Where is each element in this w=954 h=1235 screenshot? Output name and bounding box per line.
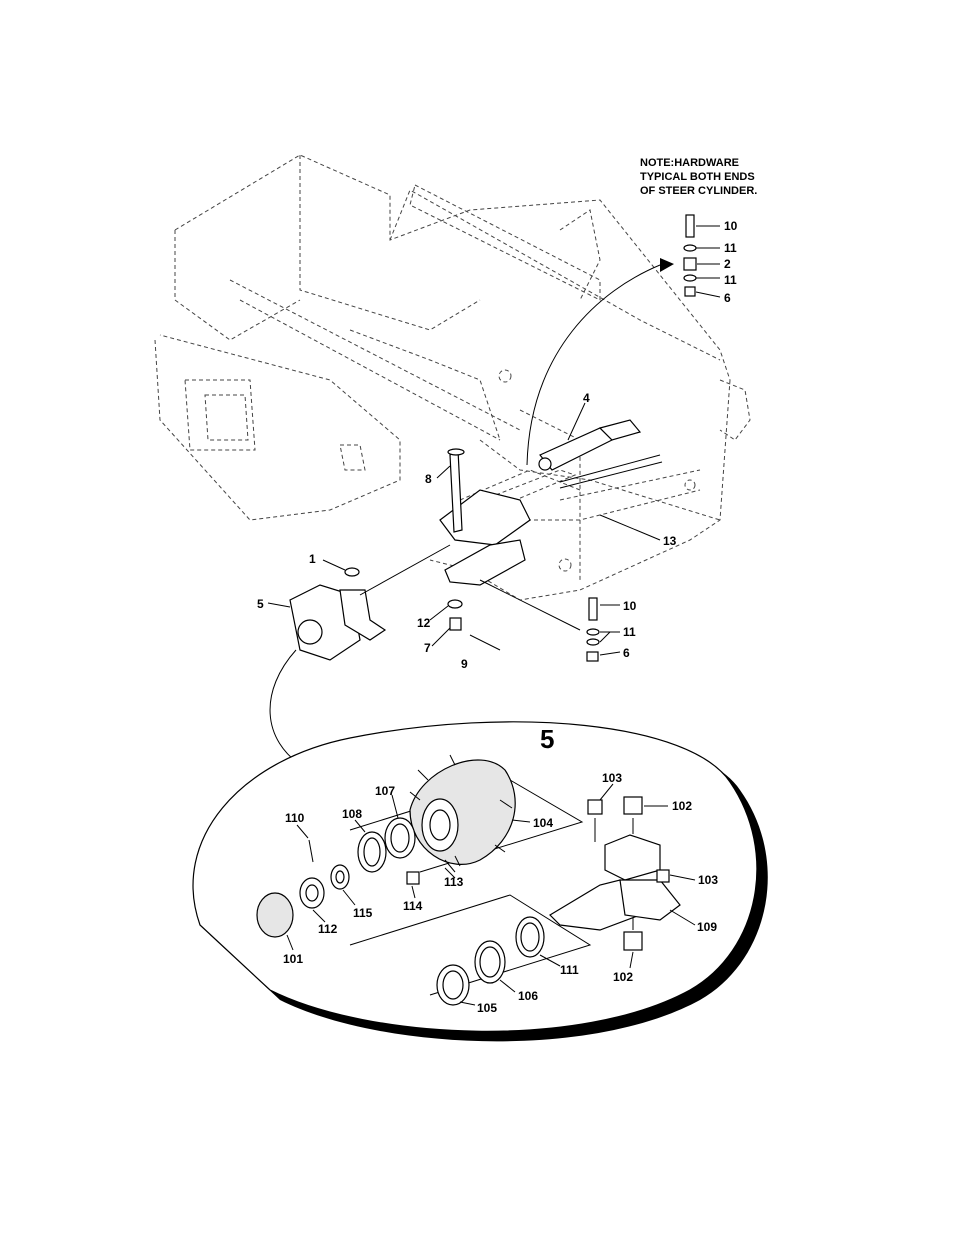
callout-106: 106 [518, 989, 538, 1003]
callout-7: 7 [424, 641, 431, 655]
callout-113: 113 [444, 875, 464, 889]
callout-112: 112 [318, 922, 338, 936]
detail-title: 5 [540, 724, 554, 754]
callout-109: 109 [697, 920, 717, 934]
axle-pivot [439, 448, 531, 586]
callout-101: 101 [283, 952, 303, 966]
callouts: 10 11 2 11 6 4 8 13 1 5 12 7 9 10 11 6 1… [257, 219, 738, 1015]
callout-11: 11 [724, 273, 737, 287]
callout-6: 6 [623, 646, 630, 660]
steer-cylinder [538, 419, 663, 489]
callout-108: 108 [342, 807, 362, 821]
callout-11: 11 [724, 241, 737, 255]
callout-103: 103 [602, 771, 622, 785]
machine-frame [154, 154, 751, 601]
curved-arrow-top [526, 258, 674, 466]
callout-102: 102 [672, 799, 692, 813]
callout-1: 1 [309, 552, 316, 566]
callout-111: 111 [560, 963, 579, 977]
note-line-1: NOTE:HARDWARE [640, 157, 739, 169]
hardware-stack-top [683, 214, 697, 297]
callout-114: 114 [403, 899, 423, 913]
callout-115: 115 [353, 906, 373, 920]
callout-4: 4 [583, 391, 590, 405]
callout-105: 105 [477, 1001, 497, 1015]
callout-107: 107 [375, 784, 395, 798]
callout-104: 104 [533, 816, 553, 830]
leader-lines-detail [286, 783, 696, 1006]
hub-assembly-small [289, 567, 501, 661]
note-line-3: OF STEER CYLINDER. [640, 185, 757, 197]
callout-2: 2 [724, 257, 731, 271]
callout-9: 9 [461, 657, 468, 671]
callout-5: 5 [257, 597, 264, 611]
callout-13: 13 [663, 534, 677, 548]
callout-103: 103 [698, 873, 718, 887]
callout-6: 6 [724, 291, 731, 305]
leader-lines-upper [267, 225, 721, 656]
hardware-note: NOTE:HARDWARE TYPICAL BOTH ENDS OF STEER… [640, 157, 757, 197]
callout-10: 10 [623, 599, 637, 613]
callout-12: 12 [417, 616, 431, 630]
callout-110: 110 [285, 811, 305, 825]
hardware-stack-lower [586, 597, 600, 662]
callout-10: 10 [724, 219, 738, 233]
note-line-2: TYPICAL BOTH ENDS [640, 171, 755, 183]
callout-102: 102 [613, 970, 633, 984]
detail-parts [256, 754, 681, 1006]
callout-8: 8 [425, 472, 432, 486]
callout-11: 11 [623, 625, 636, 639]
